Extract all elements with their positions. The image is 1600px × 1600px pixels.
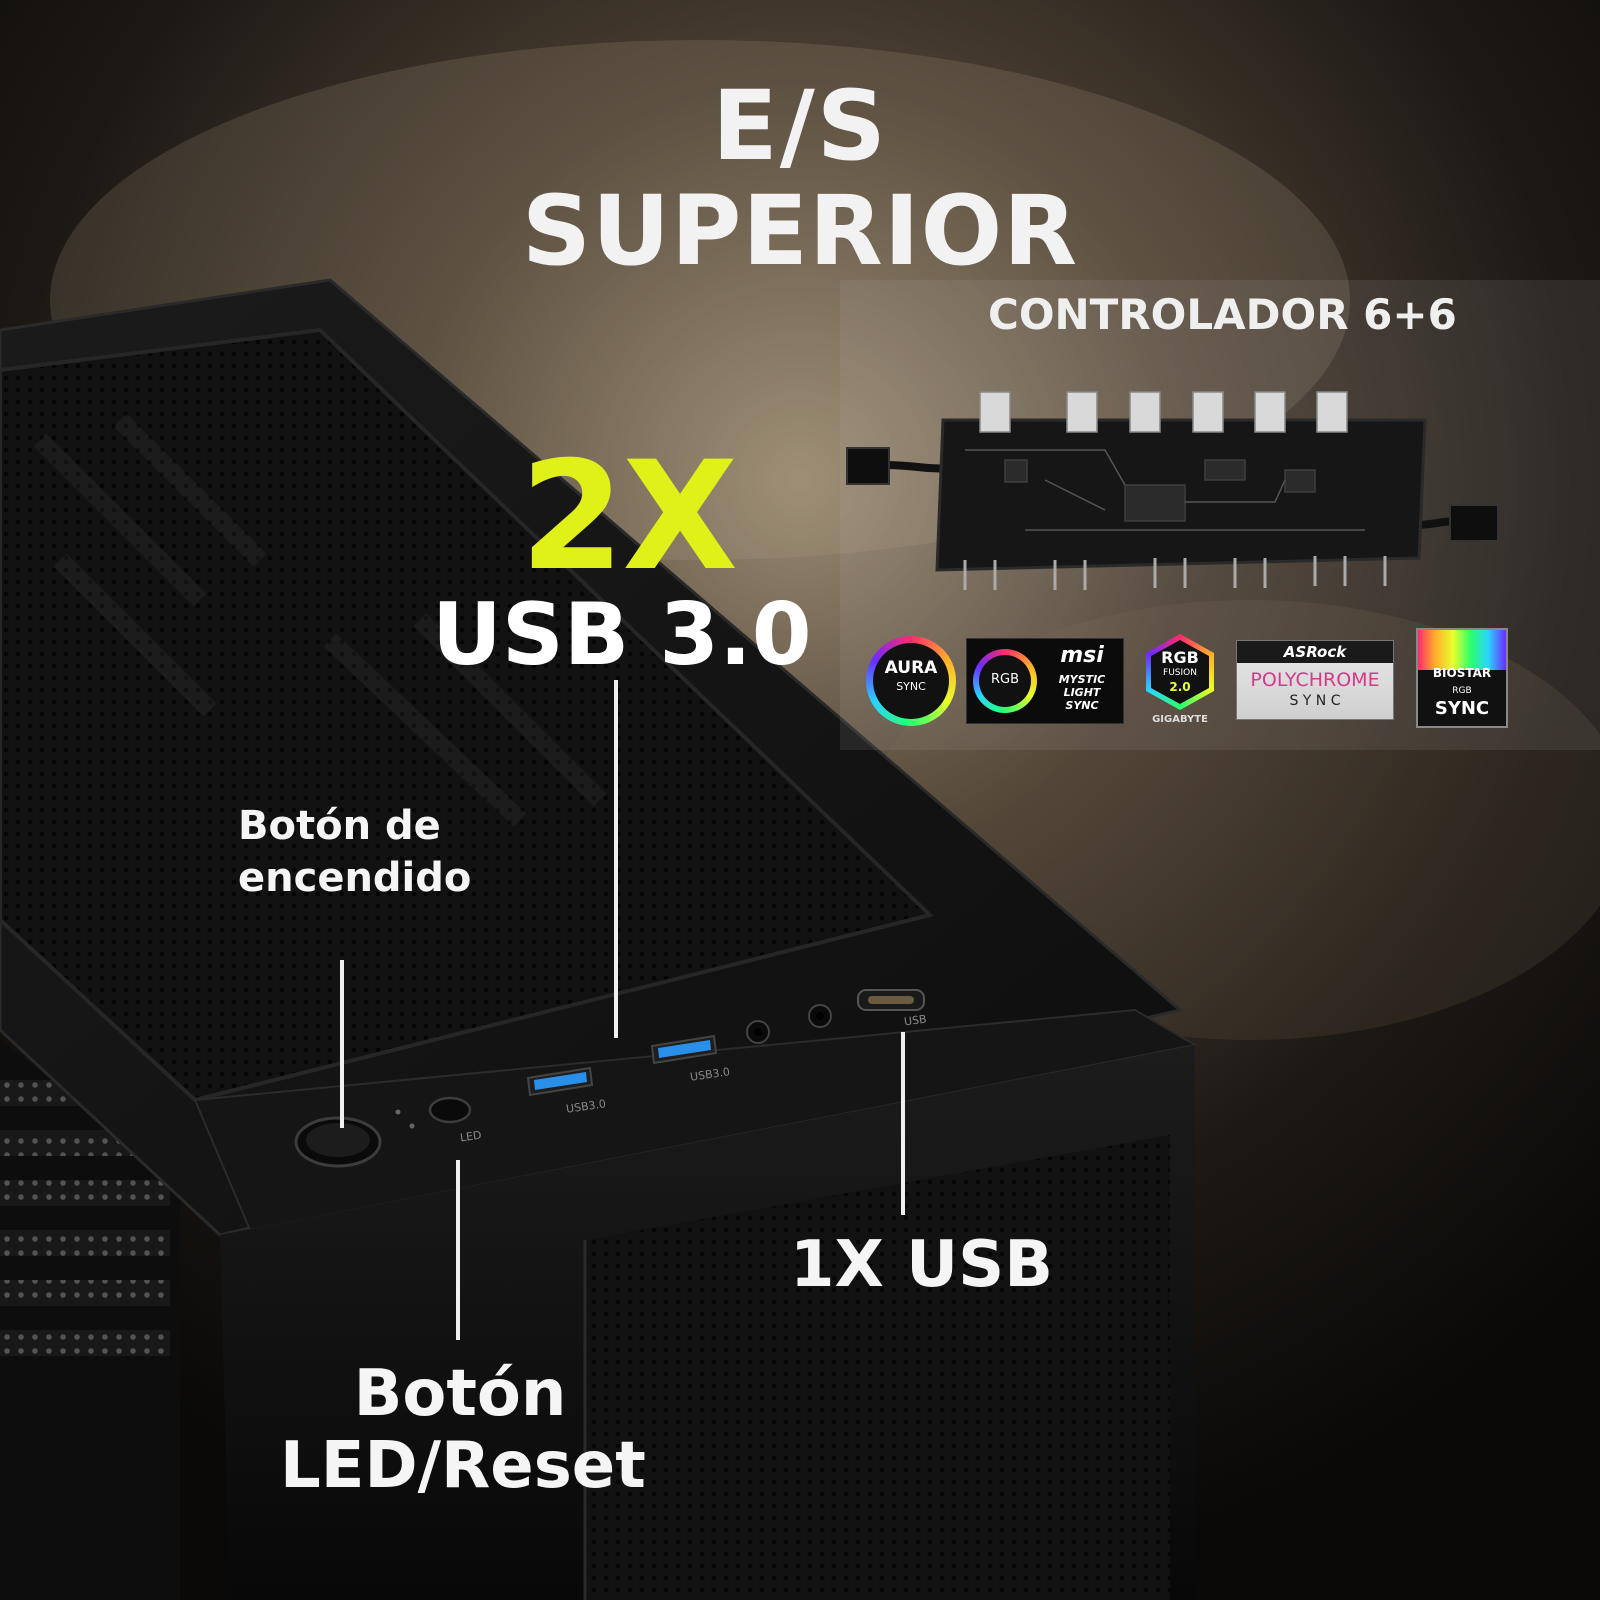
gigabyte-line2: FUSION — [1163, 668, 1197, 678]
msi-brand: msi — [1060, 643, 1104, 668]
msi-badge: RGB — [990, 672, 1020, 687]
asrock-line2: S Y N C — [1289, 693, 1341, 709]
power-button-graphic[interactable] — [294, 1116, 382, 1168]
asrock-brand: ASRock — [1283, 643, 1347, 661]
asus-aura-line1: AURA — [884, 658, 938, 678]
top-mesh-filter — [0, 327, 934, 1103]
asrock-line1: POLYCHROME — [1250, 669, 1380, 691]
controller-board-graphic — [846, 391, 1499, 590]
usb-single-label: 1X USB — [790, 1228, 1053, 1302]
gigabyte-line1: RGB — [1161, 648, 1199, 667]
msi-line1: MYSTIC — [1058, 673, 1106, 686]
heading-line2: SUPERIOR — [521, 175, 1079, 287]
led-reset-button-graphic[interactable] — [428, 1096, 472, 1124]
biostar-line1: RGB — [1452, 686, 1472, 696]
power-button-label: Botón de encendido — [238, 803, 472, 901]
asrock-polychrome-logo: ASRock POLYCHROME S Y N C — [1236, 640, 1394, 720]
led-reset-label: Botón LED/Reset — [280, 1357, 646, 1503]
front-mesh-panel — [585, 1135, 1170, 1600]
gigabyte-line3: 2.0 — [1169, 680, 1191, 694]
gigabyte-caption: GIGABYTE — [1152, 714, 1208, 725]
headphone-jack[interactable] — [746, 1020, 770, 1044]
asus-aura-sync-logo: AURA SYNC — [866, 636, 956, 726]
msi-line3: SYNC — [1065, 699, 1099, 712]
heading-line1: E/S — [712, 70, 888, 182]
mic-jack[interactable] — [808, 1004, 832, 1028]
msi-mystic-light-logo: RGB msi MYSTIC LIGHT SYNC — [966, 638, 1124, 724]
usb3-count: 2X — [520, 430, 738, 604]
usb3-port-b[interactable] — [650, 1034, 718, 1065]
callout-lines — [340, 680, 905, 1340]
asus-aura-line2: SYNC — [896, 680, 926, 693]
gigabyte-rgb-fusion-logo: RGB FUSION 2.0 GIGABYTE — [1140, 634, 1220, 730]
usb3-port-a[interactable] — [526, 1066, 594, 1097]
usb-c-port[interactable] — [857, 989, 925, 1011]
usb3-label: USB 3.0 — [432, 585, 812, 685]
msi-line2: LIGHT — [1063, 686, 1101, 699]
controller-title: CONTROLADOR 6+6 — [988, 290, 1457, 339]
biostar-line2: SYNC — [1434, 698, 1490, 719]
biostar-brand: BIOSTAR — [1432, 666, 1492, 680]
biostar-rgb-sync-logo: BIOSTAR RGB SYNC — [1416, 628, 1508, 728]
